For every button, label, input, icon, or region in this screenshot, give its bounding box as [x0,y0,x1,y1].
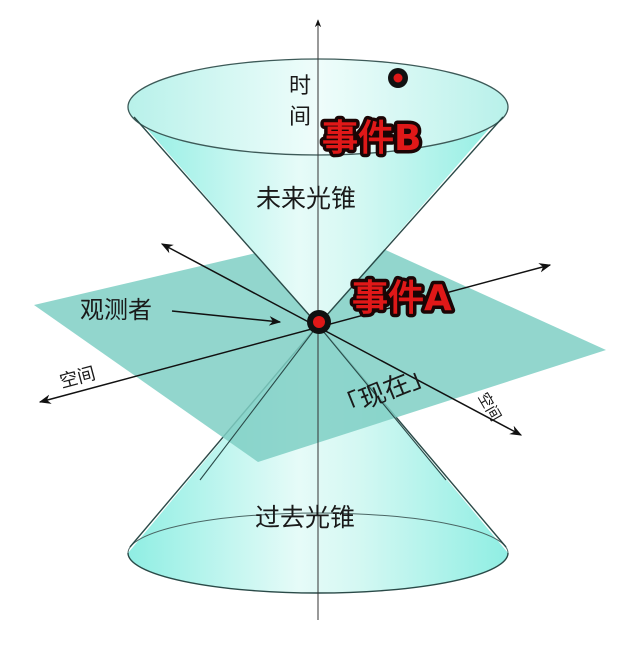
observer-arrow [171,310,282,326]
future-cone-label: 未来光锥 [256,184,356,213]
space-label-right: 空间 [474,389,505,424]
time-axis-label-1: 时 [289,74,311,99]
time-axis-label-2: 间 [289,105,311,130]
observer-label: 观测者 [80,296,152,324]
event-b-label: 事件B [322,118,421,159]
event-a-label: 事件A [352,278,452,319]
event-b: 事件B [319,68,425,163]
past-cone-label: 过去光锥 [255,503,355,532]
space-axis-2 [160,243,523,436]
event-a: 事件A [307,275,456,334]
